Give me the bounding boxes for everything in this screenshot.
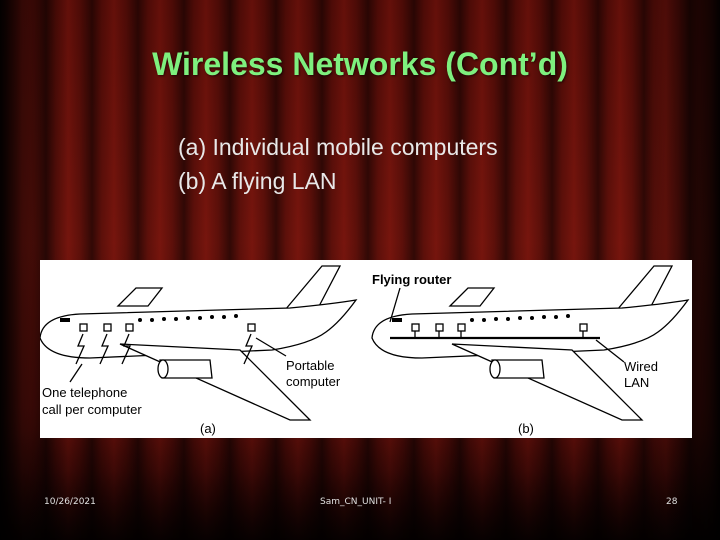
label-wired: Wired bbox=[624, 359, 658, 374]
footer-page-number: 28 bbox=[666, 497, 678, 507]
footer-date: 10/26/2021 bbox=[44, 497, 96, 507]
label-portable: Portable bbox=[286, 358, 334, 373]
airplane-right bbox=[371, 265, 690, 421]
airplane-left bbox=[40, 265, 358, 421]
label-computer: computer bbox=[286, 374, 341, 389]
airplane-diagram: One telephone call per computer Portable… bbox=[40, 265, 690, 436]
label-flying-router: Flying router bbox=[372, 272, 451, 287]
airplane-figure: One telephone call per computer Portable… bbox=[40, 260, 692, 438]
label-one-telephone: One telephone bbox=[42, 385, 127, 400]
bullet-item-b: (b) A flying LAN bbox=[178, 168, 337, 194]
slide-title: Wireless Networks (Cont’d) bbox=[152, 46, 568, 82]
bullet-list: (a) Individual mobile computers (b) A fl… bbox=[178, 130, 498, 198]
label-call-per-computer: call per computer bbox=[42, 402, 142, 417]
caption-b: (b) bbox=[518, 421, 534, 436]
bullet-item-a: (a) Individual mobile computers bbox=[178, 134, 498, 160]
caption-a: (a) bbox=[200, 421, 216, 436]
label-lan: LAN bbox=[624, 375, 649, 390]
footer-center-label: Sam_CN_UNIT- I bbox=[320, 497, 392, 507]
